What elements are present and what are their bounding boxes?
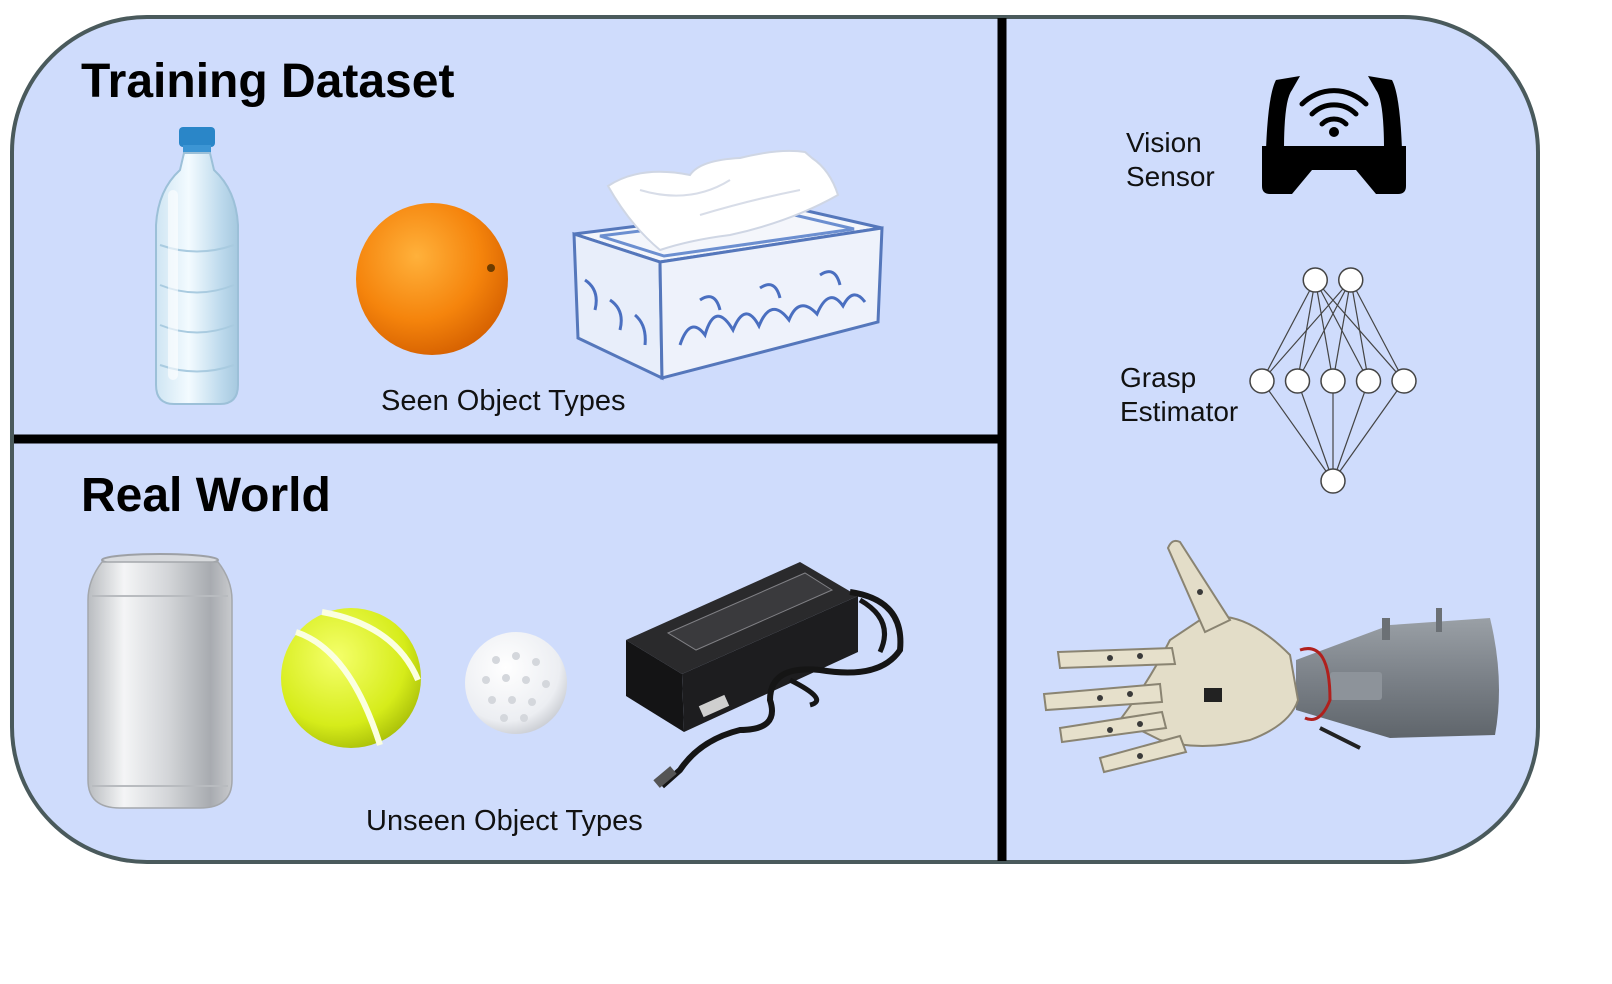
network-edge — [1261, 279, 1316, 382]
tennis-ball-image — [281, 608, 421, 748]
network-edge — [1296, 380, 1334, 482]
network-node-layer-0 — [1338, 267, 1364, 293]
grasp-estimator-label-line2: Estimator — [1120, 396, 1238, 427]
network-edge — [1332, 279, 1352, 382]
prosthetic-hand-image — [1042, 539, 1499, 774]
network-edge — [1332, 380, 1370, 482]
orange-image — [356, 203, 508, 355]
unseen-object-types-caption: Unseen Object Types — [366, 805, 643, 837]
power-adapter-image — [626, 562, 904, 789]
network-edge — [1261, 380, 1334, 482]
vision-sensor-label-line1: Vision — [1126, 127, 1202, 158]
network-node-layer-1 — [1355, 368, 1382, 394]
grasp-estimator-label-line1: Grasp — [1120, 362, 1196, 393]
network-edge — [1350, 279, 1405, 382]
network-node-layer-2 — [1320, 468, 1346, 494]
network-edge — [1350, 279, 1370, 382]
network-node-layer-1 — [1249, 368, 1275, 394]
training-dataset-panel: Training Dataset Seen Object Types — [81, 55, 884, 417]
network-node-layer-0 — [1302, 267, 1328, 293]
real-world-title: Real World — [81, 469, 331, 522]
golf-ball-image — [465, 632, 567, 734]
smart-glasses-icon — [1262, 76, 1406, 194]
network-edge — [1332, 380, 1405, 482]
network-node-layer-1 — [1320, 368, 1346, 394]
pipeline-panel: Vision Sensor Grasp Estimator — [1042, 76, 1499, 774]
real-world-panel: Real World — [81, 469, 904, 837]
water-bottle-image — [155, 127, 239, 405]
training-dataset-title: Training Dataset — [81, 55, 454, 108]
tissue-box-image — [572, 149, 884, 381]
seen-object-types-caption: Seen Object Types — [381, 385, 626, 417]
network-node-layer-1 — [1284, 368, 1311, 394]
aluminum-can-image — [87, 553, 233, 809]
network-node-layer-1 — [1391, 368, 1417, 394]
neural-network-icon — [1249, 267, 1417, 494]
network-edge — [1296, 279, 1352, 382]
network-edge — [1261, 279, 1352, 382]
vision-sensor-label-line2: Sensor — [1126, 161, 1215, 192]
